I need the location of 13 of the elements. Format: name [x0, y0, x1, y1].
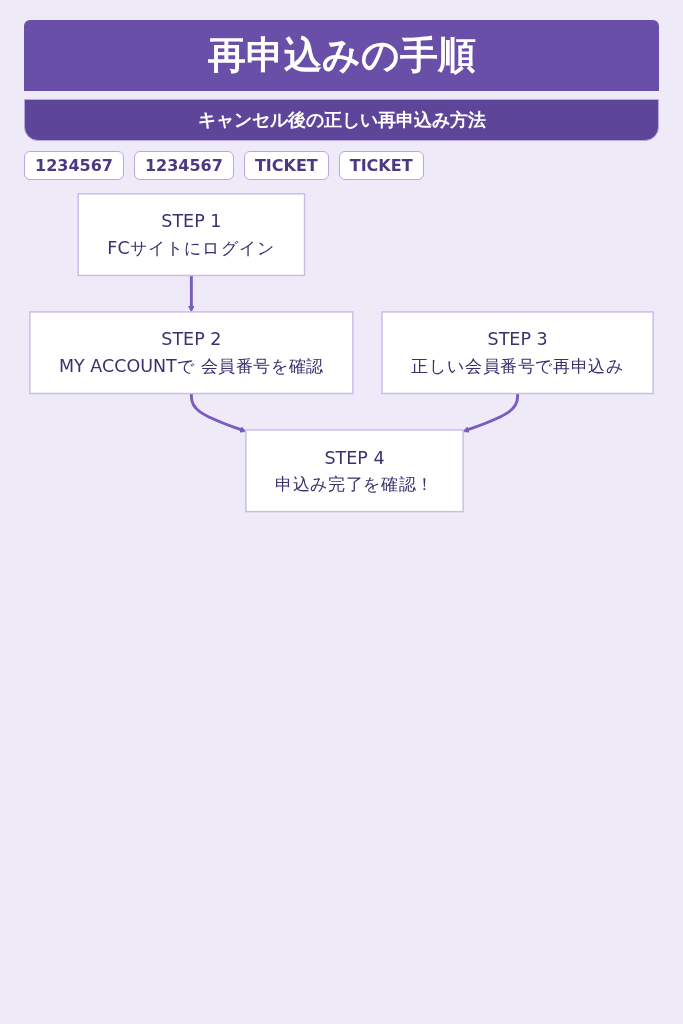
node-box: STEP 1 FCサイトにログイン — [77, 193, 306, 277]
title-banner: 再申込みの手順 — [24, 20, 659, 91]
node-box: STEP 4 申込み完了を確認！ — [245, 429, 464, 513]
arrow — [188, 275, 195, 313]
arrow — [189, 393, 247, 433]
subtitle-banner: キャンセル後の正しい再申込み方法 — [24, 99, 659, 141]
illustration-label: 1234567 — [24, 151, 124, 180]
illustration-label: TICKET — [338, 151, 424, 180]
arrow — [462, 393, 520, 433]
node-box: STEP 3 正しい会員番号で再申込み — [381, 311, 654, 395]
illustration-label: TICKET — [243, 151, 329, 180]
illustration-label: 1234567 — [133, 151, 234, 180]
node-box: STEP 2 MY ACCOUNTで 会員番号を確認 — [29, 311, 354, 395]
